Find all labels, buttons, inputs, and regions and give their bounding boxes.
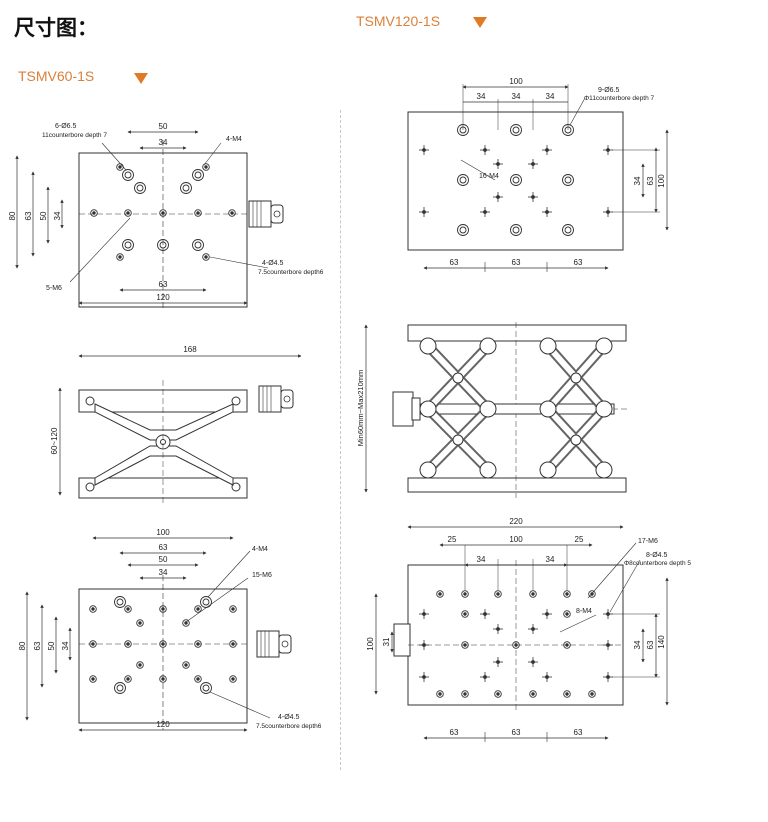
- dim-34: 34: [159, 568, 168, 577]
- note-m6: 5-M6: [46, 285, 62, 292]
- dim-100: 100: [156, 528, 170, 537]
- dropdown-arrow-icon: [134, 73, 148, 84]
- dim-63h: 63: [159, 280, 168, 289]
- note-hole45-depth: 7.5counterbore depth6: [256, 723, 322, 730]
- tsmv120-bottom-view: [374, 525, 669, 742]
- dim-50: 50: [159, 555, 168, 564]
- dim-height-range: Min60mm~Max210mm: [356, 370, 365, 446]
- tsmv60-bottom-labels: 100 63 50 34 4-M4 15-M6 80 63 50 34 120 …: [18, 528, 322, 730]
- dim-34v: 34: [53, 211, 62, 220]
- dim-34-b: 34: [512, 92, 521, 101]
- dim-34v: 34: [61, 641, 70, 650]
- note-counterbore-depth: Φ11counterbore depth 7: [584, 95, 655, 102]
- dim-34v: 34: [633, 176, 642, 185]
- dim-34v: 34: [633, 640, 642, 649]
- dim-63-b: 63: [512, 728, 521, 737]
- dim-height-range: 60~120: [50, 427, 59, 454]
- note-m4: 16-M4: [479, 173, 499, 180]
- dim-120: 120: [156, 293, 170, 302]
- dim-50v: 50: [47, 641, 56, 650]
- tsmv60-bottom-view: [25, 536, 292, 732]
- tsmv60-side-labels: 168 60~120: [50, 345, 197, 454]
- tsmv120-side-labels: Min60mm~Max210mm: [356, 370, 365, 446]
- note-hole45: 4-Ø4.5: [262, 260, 284, 267]
- dim-63: 63: [159, 543, 168, 552]
- dim-34-c: 34: [546, 92, 555, 101]
- note-hole45-depth: Φ8counterbore depth 5: [624, 560, 691, 567]
- dim-63v: 63: [33, 641, 42, 650]
- note-m6: 15-M6: [252, 572, 272, 579]
- tsmv60-top-view: [15, 130, 284, 310]
- note-m4: 4-M4: [252, 546, 268, 553]
- column-divider: [340, 110, 341, 770]
- dropdown-arrow-icon: [473, 17, 487, 28]
- dim-50: 50: [159, 122, 168, 131]
- dim-100: 100: [509, 535, 523, 544]
- dim-63v: 63: [646, 176, 655, 185]
- tsmv60-side-view: [58, 354, 302, 505]
- dim-80: 80: [8, 211, 17, 220]
- model-label-tsmv60: TSMV60-1S: [18, 68, 95, 84]
- dim-63: 63: [24, 211, 33, 220]
- note-hole45-depth: 7.5counterbore depth6: [258, 269, 324, 276]
- dim-100v: 100: [657, 174, 666, 188]
- dim-120: 120: [156, 720, 170, 729]
- note-counterbore: 9-Ø6.5: [598, 87, 620, 94]
- dim-63-c: 63: [574, 728, 583, 737]
- dim-100: 100: [509, 77, 523, 86]
- dim-34-a: 34: [477, 92, 486, 101]
- dim-220: 220: [509, 517, 523, 526]
- dim-63-b: 63: [512, 258, 521, 267]
- dim-63-a: 63: [450, 728, 459, 737]
- dim-168: 168: [183, 345, 197, 354]
- dim-140: 140: [657, 635, 666, 649]
- note-counterbore: 6-Ø6.5: [55, 123, 77, 130]
- tsmv120-top-labels: 100 34 34 34 9-Ø6.5 Φ11counterbore depth…: [450, 77, 666, 267]
- dim-31: 31: [382, 637, 391, 646]
- note-counterbore-depth: 11counterbore depth 7: [42, 132, 107, 139]
- note-m6: 17-M6: [638, 538, 658, 545]
- note-hole45: 4-Ø4.5: [278, 714, 300, 721]
- model-label-tsmv120: TSMV120-1S: [356, 13, 441, 29]
- dim-34-a: 34: [477, 555, 486, 564]
- dim-63-c: 63: [574, 258, 583, 267]
- dim-34: 34: [159, 138, 168, 147]
- tsmv60-top-labels: 50 34 6-Ø6.5 11counterbore depth 7 4-M4 …: [8, 122, 324, 302]
- tsmv120-bottom-labels: 220 25 100 25 34 34 17-M6 8-Ø4.5 Φ8count…: [366, 517, 691, 737]
- note-hole45: 8-Ø4.5: [646, 552, 668, 559]
- note-m4: 4-M4: [226, 136, 242, 143]
- dim-34-b: 34: [546, 555, 555, 564]
- dim-25-b: 25: [575, 535, 584, 544]
- dim-50v: 50: [39, 211, 48, 220]
- note-m4: 8-M4: [576, 608, 592, 615]
- dim-25-a: 25: [448, 535, 457, 544]
- tsmv120-side-view: [364, 322, 628, 498]
- dim-63v: 63: [646, 640, 655, 649]
- tsmv120-top-view: [407, 84, 669, 272]
- dim-63-a: 63: [450, 258, 459, 267]
- page-title: 尺寸图：: [14, 16, 98, 40]
- dim-80: 80: [18, 641, 27, 650]
- dim-100v: 100: [366, 637, 375, 651]
